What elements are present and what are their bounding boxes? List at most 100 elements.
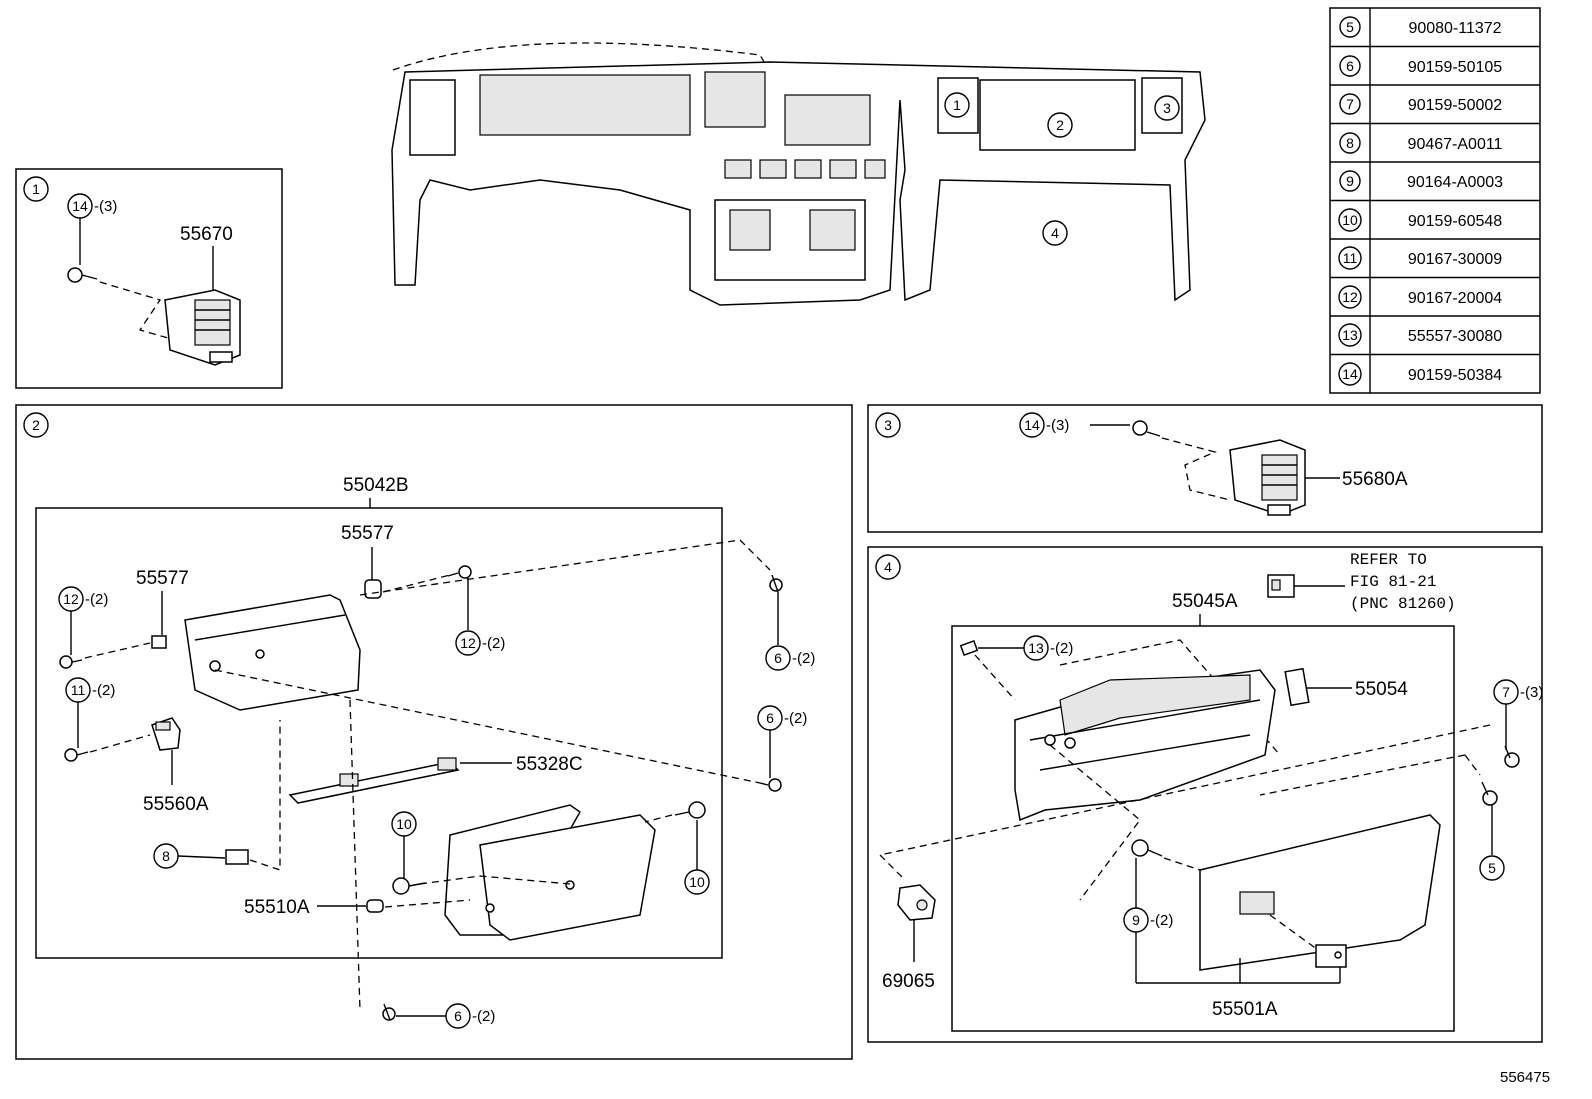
screw-icon (64, 748, 89, 762)
screw-icon (59, 655, 83, 669)
table-part-number: 55557-30080 (1408, 328, 1502, 345)
part-label: 55680A (1342, 469, 1408, 490)
diagram-id: 556475 (1500, 1069, 1550, 1086)
overview-callout-label: 1 (953, 97, 961, 113)
fastener-ref: 8 (162, 848, 170, 864)
meter-cluster-opening (479, 74, 691, 136)
refer-connector-icon (1267, 574, 1345, 598)
assembly-frame (35, 507, 723, 959)
fastener-ref: 12 (63, 591, 79, 607)
refer-line-3: (PNC 81260) (1350, 595, 1456, 613)
side-vent-register (164, 289, 241, 366)
part-label: 69065 (882, 971, 935, 992)
panel-4-frame (867, 546, 1543, 1043)
fastener-ref: 13 (1028, 640, 1044, 656)
overview-callout-3 (1154, 95, 1180, 121)
table-part-number: 90159-60548 (1408, 213, 1502, 230)
door-lock-icon (1239, 891, 1275, 915)
fastener-qty: -(3) (1046, 417, 1069, 434)
screw-icon (392, 877, 426, 895)
clip-icon (225, 849, 249, 865)
latch-striker-icon (151, 717, 181, 751)
fastener-ref: 6 (774, 650, 782, 666)
fastener-ref: 9 (1132, 912, 1140, 928)
fastener-ref: 14 (1024, 417, 1040, 433)
reinforcement-bracket (184, 594, 361, 711)
refer-line-2: FIG 81-21 (1350, 573, 1436, 591)
fastener-ref: 10 (396, 816, 412, 832)
table-part-number: 90167-30009 (1408, 251, 1502, 268)
side-vent-register (1229, 439, 1306, 516)
fastener-ref: 5 (1488, 860, 1496, 876)
refer-line-1: REFER TO (1350, 551, 1427, 569)
dashboard-overview: 1 2 3 4 (391, 42, 1206, 306)
table-ref: 7 (1346, 96, 1354, 112)
fastener-ref: 11 (71, 682, 86, 698)
fastener-qty: -(2) (792, 650, 815, 667)
screw-icon (447, 565, 472, 579)
fastener-ref: 12 (460, 635, 476, 651)
table-part-number: 90167-20004 (1408, 290, 1502, 307)
center-opening (704, 71, 766, 128)
clip-icon (959, 639, 979, 657)
table-ref: 12 (1342, 289, 1358, 305)
glove-box-light-icon (1284, 667, 1310, 707)
screw-icon (382, 1003, 396, 1021)
overview-callout-2 (1047, 112, 1073, 138)
side-vent-right (1141, 77, 1183, 134)
left-side-bracket (409, 79, 456, 156)
table-part-number: 90164-A0003 (1407, 174, 1503, 191)
part-label: 55510A (244, 897, 310, 918)
part-label: 55670 (180, 224, 233, 245)
center-vents (724, 159, 886, 179)
glove-box-door (1199, 814, 1441, 971)
overview-callout-1 (944, 92, 970, 118)
glove-box-housing (1014, 669, 1276, 822)
table-ref: 11 (1343, 250, 1358, 266)
overview-callout-label: 3 (1163, 100, 1171, 116)
overview-callout-label: 2 (1056, 117, 1064, 133)
table-part-number: 90159-50105 (1408, 59, 1502, 76)
fastener-qty: -(2) (92, 682, 115, 699)
fastener-qty: -(2) (1050, 640, 1073, 657)
panel-number: 1 (32, 181, 40, 197)
table-ref: 8 (1346, 135, 1354, 151)
assembly-label: 55045A (1172, 591, 1238, 612)
audio-opening (784, 94, 871, 146)
screw-icon (674, 801, 706, 819)
damper-rod (288, 757, 460, 804)
part-label: 55577 (136, 568, 189, 589)
screw-icon (1504, 745, 1520, 768)
overview-callout-label: 4 (1051, 225, 1059, 241)
glove-box-area (979, 79, 1136, 151)
clip-icon (151, 635, 167, 649)
table-ref: 9 (1346, 173, 1354, 189)
fastener-ref: 10 (689, 874, 705, 890)
table-part-number: 90159-50002 (1408, 97, 1502, 114)
screw-icon (67, 267, 98, 283)
fastener-qty: -(2) (1150, 912, 1173, 929)
fastener-qty: -(3) (1520, 684, 1543, 701)
screw-icon (1481, 781, 1498, 806)
fastener-qty: -(2) (472, 1008, 495, 1025)
part-label: 55560A (143, 794, 209, 815)
table-ref: 10 (1342, 212, 1358, 228)
clip-icon (364, 579, 382, 599)
screw-icon (769, 574, 783, 593)
screw-icon (759, 778, 782, 792)
table-ref: 13 (1342, 327, 1358, 343)
panel-number: 2 (32, 417, 40, 433)
part-label: 55577 (341, 523, 394, 544)
overview-callout-4 (1042, 220, 1068, 246)
part-label: 55328C (516, 754, 583, 775)
glove-box-door (444, 804, 656, 941)
fastener-ref: 6 (454, 1008, 462, 1024)
panel-1-frame (15, 168, 283, 389)
table-ref: 5 (1346, 19, 1354, 35)
fastener-ref: 6 (766, 710, 774, 726)
table-ref: 6 (1346, 58, 1354, 74)
screw-icon (1132, 420, 1161, 437)
table-part-number: 90467-A0011 (1408, 136, 1503, 153)
panel-4: 4 REFER TO FIG 81-21 (PNC 81260) 55045A … (867, 546, 1543, 1043)
assembly-frame (951, 625, 1455, 1032)
